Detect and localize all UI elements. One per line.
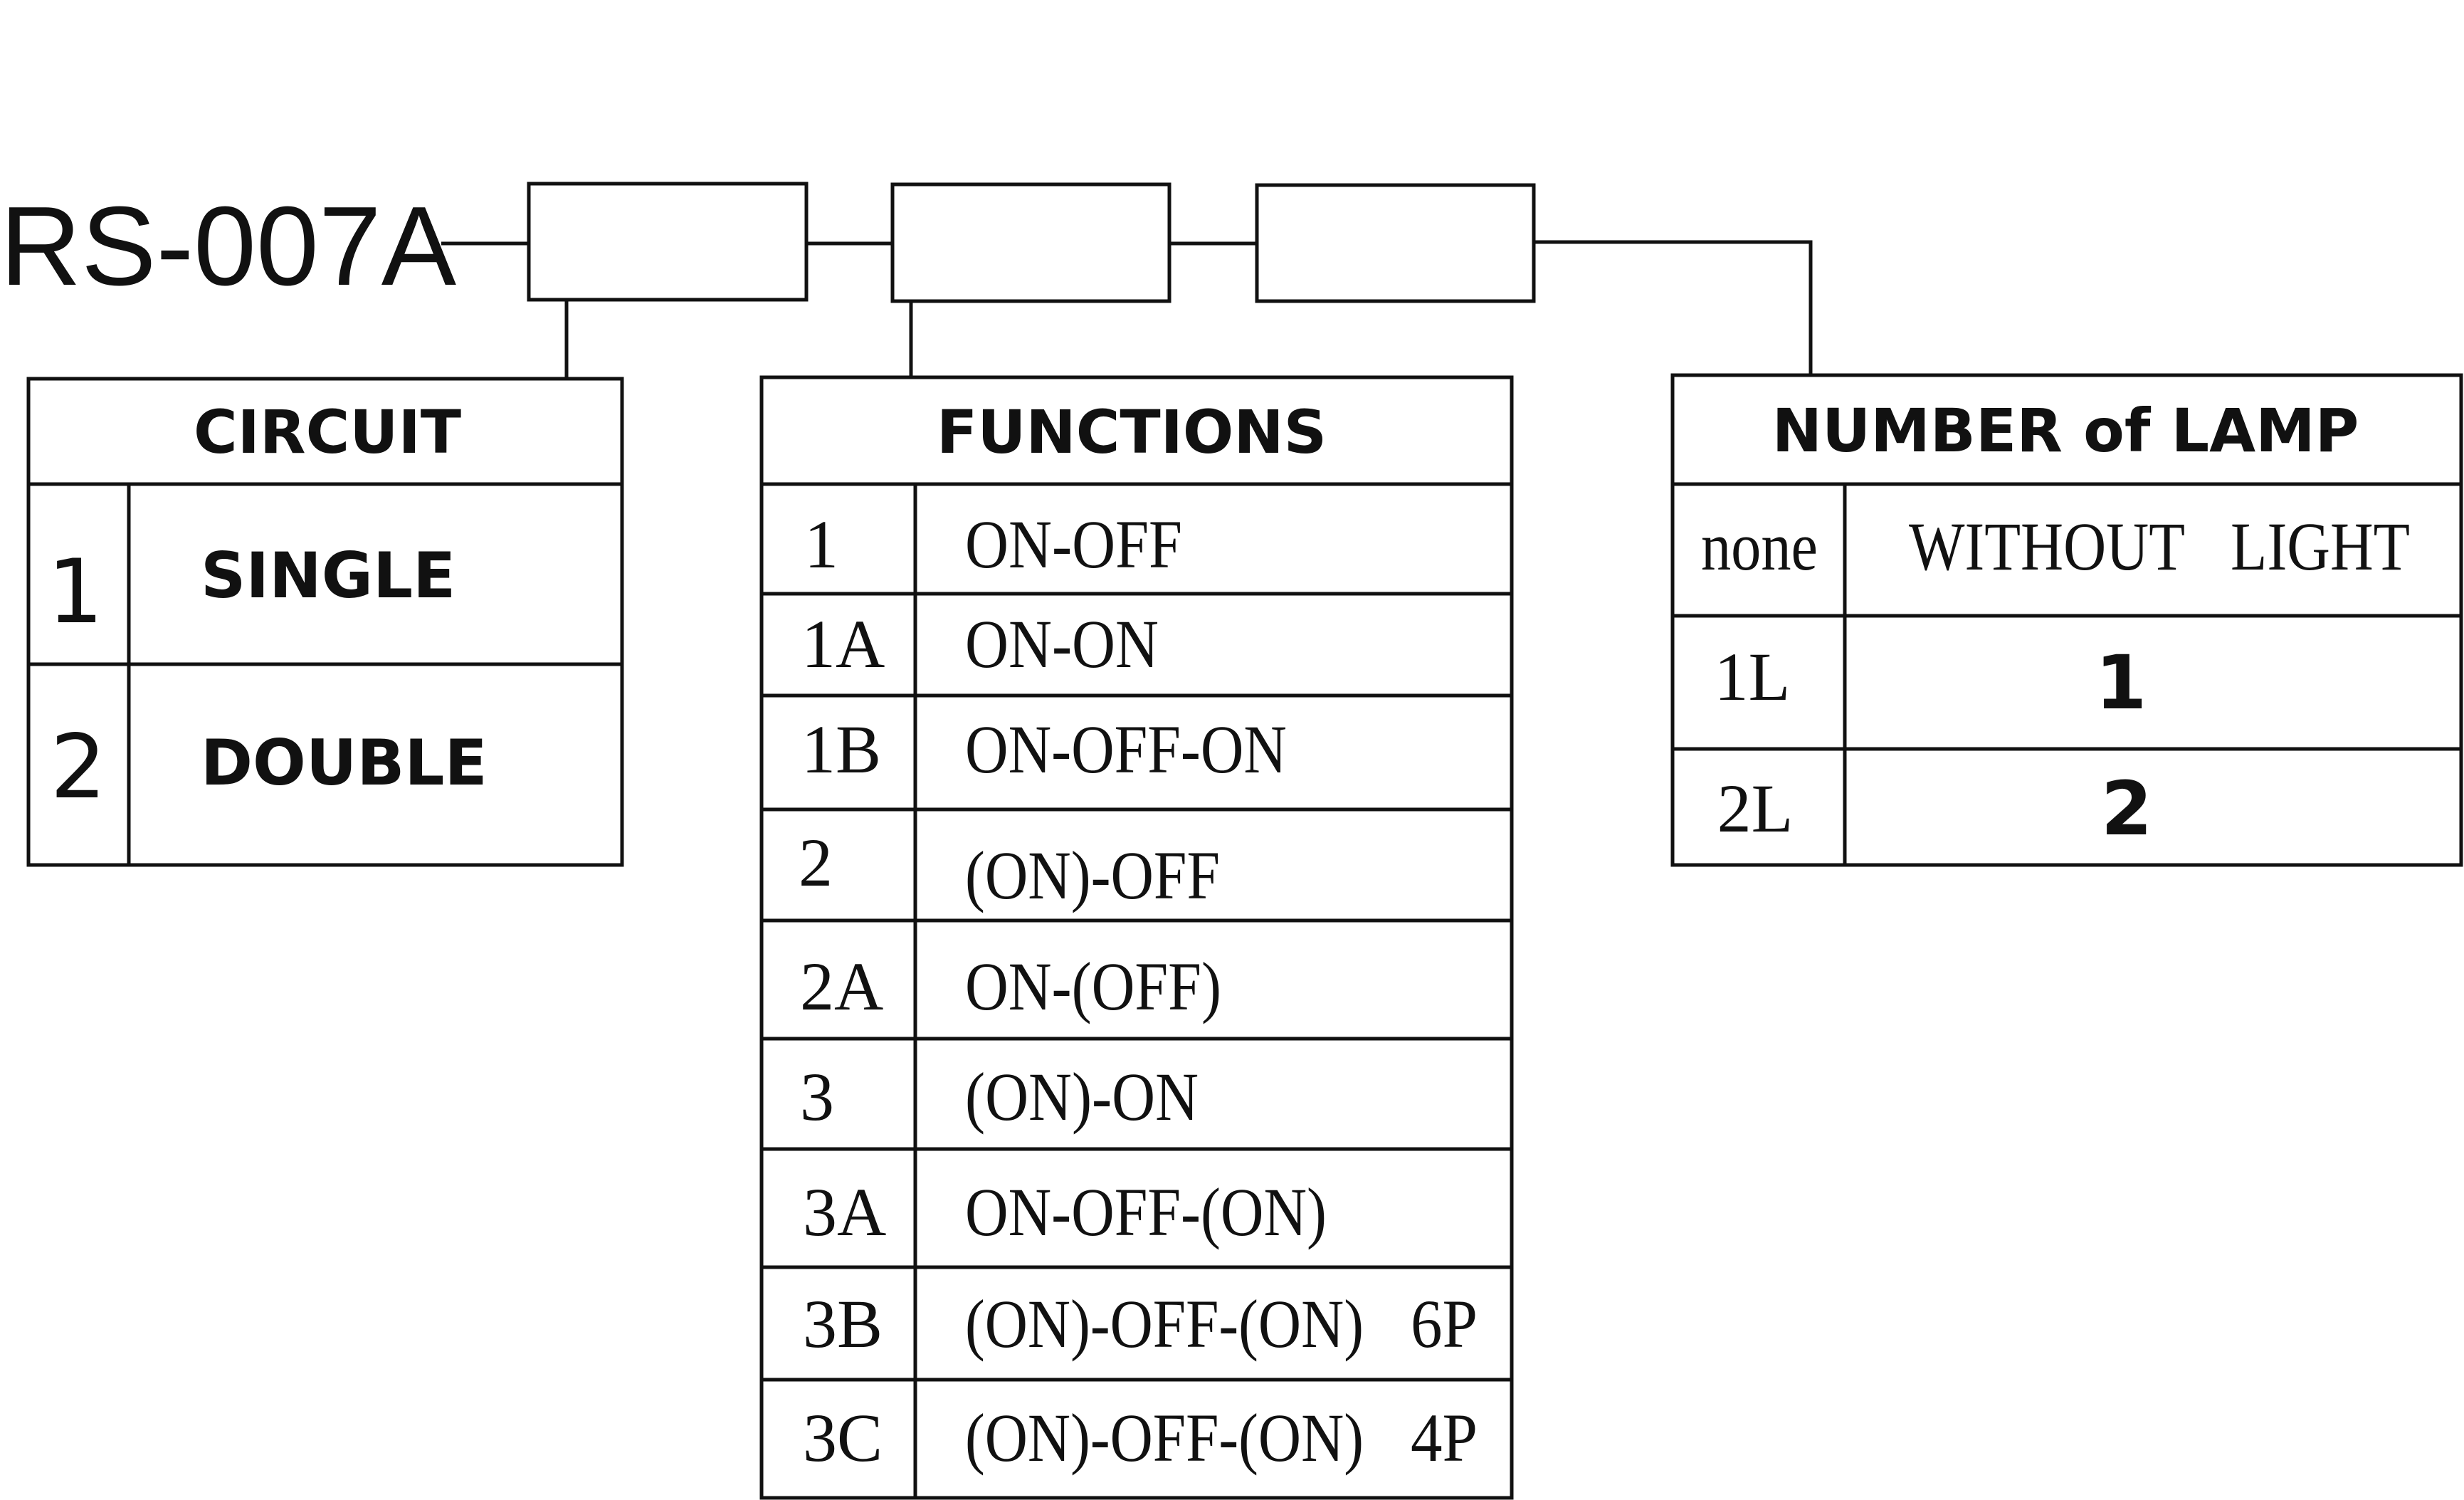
function-label: ON-OFF	[965, 506, 1182, 582]
lamp-table: NUMBER of LAMP none WITHOUT LIGHT 1L 1 2…	[1670, 373, 2463, 867]
function-code: 2A	[800, 948, 883, 1024]
lamp-count: 1	[2095, 639, 2147, 726]
function-code: 1	[804, 506, 838, 582]
table-row: 3B (ON)-OFF-(ON) 6P	[803, 1286, 1478, 1362]
function-label: (ON)-OFF-(ON)	[965, 1286, 1364, 1362]
circuit-label: SINGLE	[201, 539, 456, 612]
functions-title: FUNCTIONS	[937, 397, 1327, 467]
lamp-table-border	[1670, 373, 2463, 867]
circuit-table-border	[26, 377, 624, 867]
circuit-code: 1	[48, 541, 104, 644]
lamp-label: WITHOUT	[1909, 508, 2185, 584]
table-row: 1 ON-OFF	[804, 506, 1182, 582]
table-row: 1A ON-ON	[801, 606, 1159, 682]
lamp-leader-line	[1534, 240, 1813, 375]
table-row: 2L 2	[1717, 765, 2153, 852]
function-label: (ON)-OFF-(ON)	[965, 1400, 1364, 1476]
table-row: 3 (ON)-ON	[800, 1059, 1199, 1135]
function-code: 3A	[803, 1174, 886, 1250]
table-row: 3A ON-OFF-(ON)	[803, 1174, 1327, 1250]
function-label: ON-OFF-ON	[965, 711, 1287, 787]
circuit-table: CIRCUIT 1 SINGLE 2 DOUBLE	[26, 377, 624, 867]
function-pins: 4P	[1411, 1400, 1478, 1476]
table-row: 2 DOUBLE	[51, 716, 488, 819]
function-label: (ON)-ON	[965, 1059, 1199, 1135]
function-code: 1A	[801, 606, 885, 682]
function-code: 3	[800, 1059, 834, 1135]
model-code: RS-007A	[0, 184, 457, 309]
function-code: 3C	[803, 1400, 883, 1476]
lamp-label: LIGHT	[2231, 508, 2410, 584]
lamp-title: NUMBER of LAMP	[1772, 396, 2359, 466]
lamp-code: 2L	[1717, 770, 1794, 846]
function-label: ON-(OFF)	[965, 948, 1221, 1024]
table-row: 1 SINGLE	[48, 539, 456, 644]
table-row: none WITHOUT LIGHT	[1701, 508, 2410, 584]
circuit-code: 2	[51, 716, 107, 819]
table-row: 2 (ON)-OFF	[799, 824, 1220, 913]
table-row: 1L 1	[1715, 639, 2147, 726]
function-label: (ON)-OFF	[965, 837, 1220, 913]
circuit-label: DOUBLE	[201, 726, 488, 799]
function-label: ON-ON	[965, 606, 1159, 682]
function-code: 3B	[803, 1286, 883, 1362]
circuit-code-box	[527, 182, 809, 302]
table-row: 1B ON-OFF-ON	[801, 711, 1287, 787]
function-label: ON-OFF-(ON)	[965, 1174, 1327, 1250]
lamp-count: 2	[2101, 765, 2152, 852]
code-boxes	[441, 182, 1813, 379]
lamp-code: none	[1701, 508, 1818, 584]
function-code: 1B	[801, 711, 881, 787]
function-code: 2	[799, 824, 833, 901]
table-row: 3C (ON)-OFF-(ON) 4P	[803, 1400, 1478, 1476]
lamp-code: 1L	[1715, 639, 1791, 715]
function-code-box	[890, 182, 1172, 303]
table-row: 2A ON-(OFF)	[800, 948, 1221, 1024]
circuit-title: CIRCUIT	[194, 397, 461, 467]
function-pins: 6P	[1411, 1286, 1478, 1362]
functions-table: FUNCTIONS 1 ON-OFF 1A ON-ON 1B ON-OFF-ON…	[759, 375, 1514, 1500]
lamp-code-box	[1255, 183, 1536, 303]
functions-table-border	[759, 375, 1514, 1500]
